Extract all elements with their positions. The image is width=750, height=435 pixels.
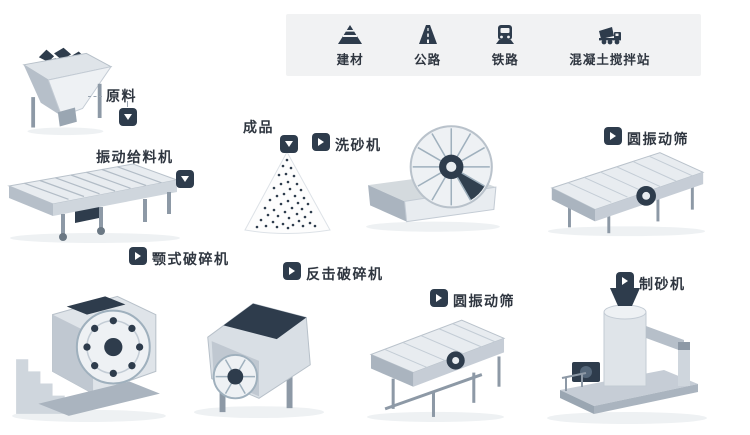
legend-item-railway: 铁路	[492, 22, 519, 68]
circular-screen-bottom-illustration	[362, 298, 510, 424]
play-arrow-icon	[181, 176, 189, 182]
raw-material-arrow-badge[interactable]	[119, 108, 137, 126]
vibrating-feeder-illustration	[5, 158, 185, 243]
sand-washer-label: 洗砂机	[335, 137, 382, 153]
building-materials-icon	[337, 22, 363, 46]
jaw-crusher-arrow-badge[interactable]	[129, 247, 147, 265]
mixer-truck-icon	[596, 22, 624, 46]
impact-crusher-arrow-badge[interactable]	[283, 262, 301, 280]
highway-icon	[415, 22, 441, 46]
play-arrow-icon	[610, 132, 616, 140]
connector-line	[127, 101, 128, 107]
play-arrow-icon	[135, 252, 141, 260]
connector-line	[88, 96, 102, 97]
finished-product-arrow-badge[interactable]	[280, 135, 298, 153]
sand-maker-illustration	[532, 278, 710, 426]
sand-maker-arrow-badge[interactable]	[616, 272, 634, 290]
sand-washer-arrow-badge[interactable]	[312, 133, 330, 151]
raw-material-label: 原料	[106, 88, 137, 104]
play-arrow-icon	[622, 277, 628, 285]
circular-screen-top-illustration	[540, 138, 712, 238]
legend-label: 公路	[414, 53, 442, 67]
railway-icon	[492, 22, 518, 46]
legend-panel: 建材 公路	[286, 14, 701, 76]
circular-screen-bottom-arrow-badge[interactable]	[430, 289, 448, 307]
play-arrow-icon	[318, 138, 324, 146]
jaw-crusher-illustration	[8, 262, 170, 424]
legend-item-materials: 建材	[337, 22, 364, 68]
legend-label: 混凝土搅拌站	[569, 53, 651, 67]
play-arrow-icon	[289, 267, 295, 275]
sand-pile-illustration	[240, 142, 335, 240]
vibrating-feeder-arrow-badge[interactable]	[176, 170, 194, 188]
sand-washer-illustration	[362, 122, 504, 234]
circular-screen-top-arrow-badge[interactable]	[604, 127, 622, 145]
play-arrow-icon	[124, 114, 132, 120]
raw-material-hopper-illustration	[12, 42, 117, 137]
impact-crusher-label: 反击破碎机	[306, 266, 384, 282]
play-arrow-icon	[285, 141, 293, 147]
circular-screen-top-label: 圆振动筛	[627, 131, 689, 147]
play-arrow-icon	[436, 294, 442, 302]
legend-item-mixing-station: 混凝土搅拌站	[569, 22, 650, 68]
legend-label: 建材	[336, 53, 364, 67]
circular-screen-bottom-label: 圆振动筛	[453, 293, 515, 309]
finished-product-label: 成品	[243, 119, 274, 135]
sand-maker-label: 制砂机	[639, 276, 686, 292]
legend-label: 铁路	[491, 53, 519, 67]
impact-crusher-illustration	[188, 282, 330, 420]
vibrating-feeder-label: 振动给料机	[96, 149, 174, 165]
jaw-crusher-label: 颚式破碎机	[152, 251, 230, 267]
legend-item-highway: 公路	[414, 22, 441, 68]
